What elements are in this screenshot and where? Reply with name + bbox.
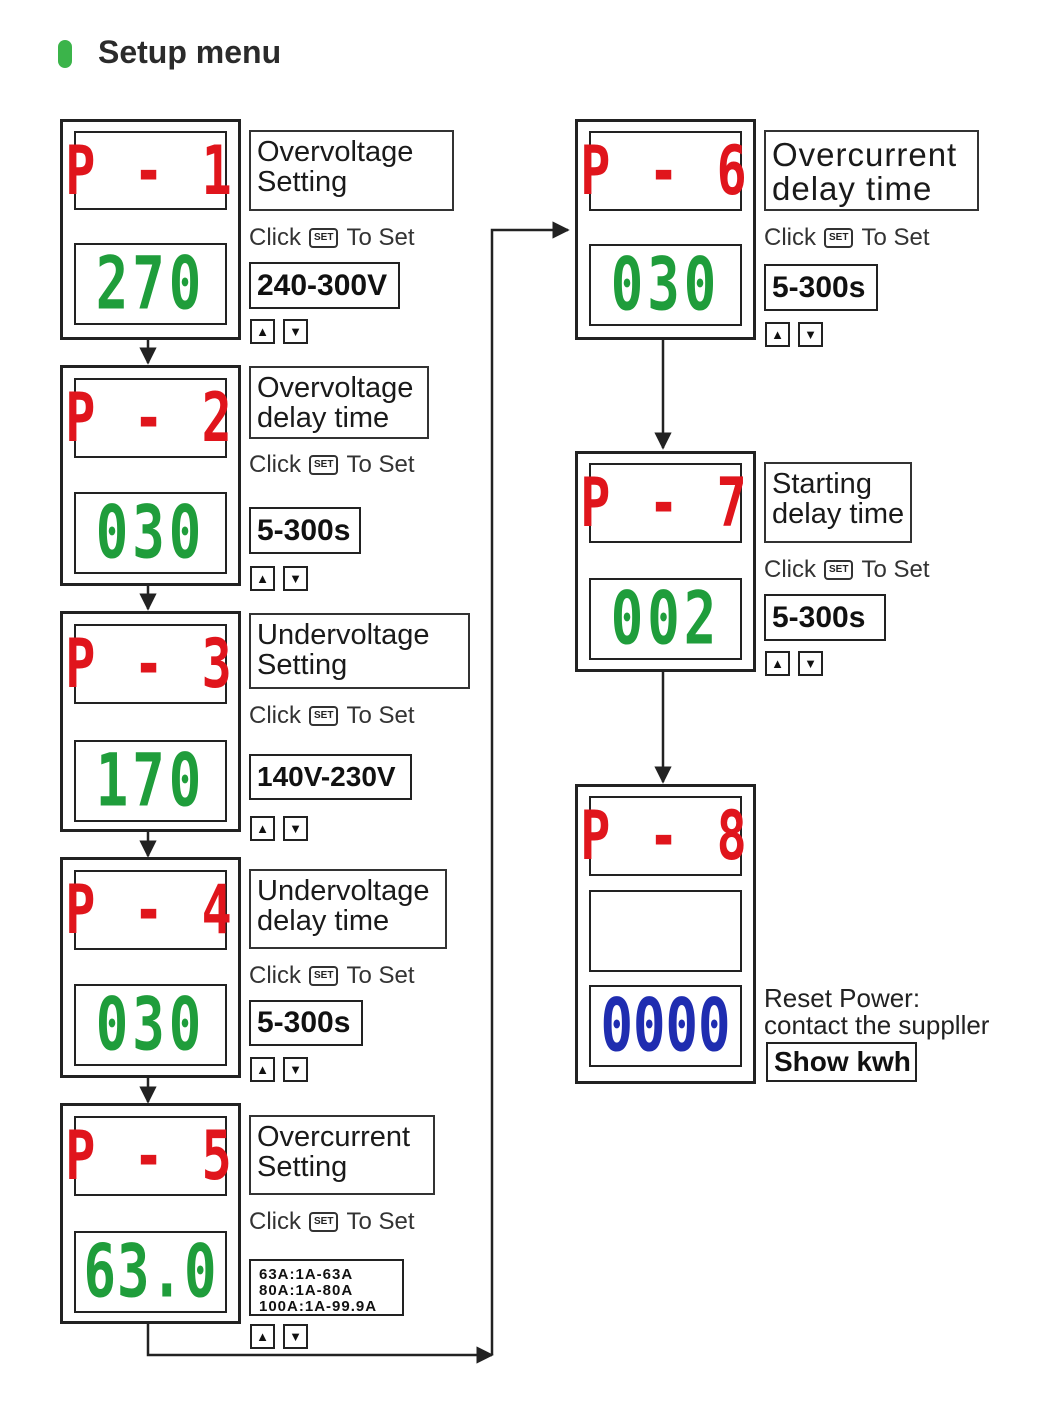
value-text: 270 <box>95 240 206 326</box>
up-arrow-icon[interactable]: ▲ <box>250 1324 275 1349</box>
value-display-2: 030 <box>74 492 227 574</box>
adjust-buttons-5: ▲▼ <box>250 1324 308 1349</box>
down-arrow-icon[interactable]: ▼ <box>283 816 308 841</box>
code-text: P - 1 <box>65 131 236 210</box>
up-arrow-icon[interactable]: ▲ <box>250 566 275 591</box>
set-button[interactable]: SET <box>309 966 339 986</box>
set-button[interactable]: SET <box>309 455 339 475</box>
code-text: P - 5 <box>65 1116 236 1196</box>
energy-text: 0000 <box>600 982 731 1068</box>
header-accent-bar <box>58 40 72 68</box>
arrow-p5-bottom <box>146 1324 494 1364</box>
range-box-3: 140V-230V <box>249 754 412 800</box>
code-text: P - 7 <box>580 463 751 543</box>
value-text: 170 <box>95 737 206 823</box>
reset-power-note: Reset Power:contact the suppller <box>764 983 990 1041</box>
set-button[interactable]: SET <box>824 560 854 580</box>
code-text: P - 8 <box>580 796 751 876</box>
value-display-1: 270 <box>74 243 227 325</box>
range-box-6: 5-300s <box>764 264 878 311</box>
arrow-up-to-p6 <box>490 221 570 1355</box>
value-display-8 <box>589 890 742 972</box>
code-display-3: P - 3 <box>65 624 232 704</box>
code-display-8: P - 8 <box>580 796 747 876</box>
set-button[interactable]: SET <box>309 1212 339 1232</box>
value-display-7: 002 <box>589 578 742 660</box>
value-text: 030 <box>95 981 206 1067</box>
adjust-buttons-2: ▲▼ <box>250 566 308 591</box>
code-display-1: P - 1 <box>65 131 232 210</box>
up-arrow-icon[interactable]: ▲ <box>765 651 790 676</box>
energy-display: 0000 <box>589 985 742 1067</box>
set-button[interactable]: SET <box>824 228 854 248</box>
set-button[interactable]: SET <box>309 228 339 248</box>
range-box-4: 5-300s <box>249 1000 363 1046</box>
code-display-6: P - 6 <box>580 131 747 211</box>
adjust-buttons-6: ▲▼ <box>765 322 823 347</box>
up-arrow-icon[interactable]: ▲ <box>250 1057 275 1082</box>
range-box-1: 240-300V <box>249 262 400 309</box>
adjust-buttons-3: ▲▼ <box>250 816 308 841</box>
up-arrow-icon[interactable]: ▲ <box>250 816 275 841</box>
adjust-buttons-4: ▲▼ <box>250 1057 308 1082</box>
value-display-6: 030 <box>589 244 742 326</box>
down-arrow-icon[interactable]: ▼ <box>283 566 308 591</box>
up-arrow-icon[interactable]: ▲ <box>765 322 790 347</box>
show-kwh-box: Show kwh <box>766 1042 917 1082</box>
value-text: 030 <box>610 241 721 327</box>
set-button[interactable]: SET <box>309 706 339 726</box>
down-arrow-icon[interactable]: ▼ <box>283 319 308 344</box>
code-text: P - 4 <box>65 870 236 950</box>
range-box-2: 5-300s <box>249 507 361 554</box>
code-text: P - 2 <box>65 378 236 458</box>
down-arrow-icon[interactable]: ▼ <box>283 1324 308 1349</box>
code-display-2: P - 2 <box>65 378 232 458</box>
code-display-5: P - 5 <box>65 1116 232 1196</box>
code-display-4: P - 4 <box>65 870 232 950</box>
range-box-7: 5-300s <box>764 594 886 641</box>
up-arrow-icon[interactable]: ▲ <box>250 319 275 344</box>
code-text: P - 6 <box>580 131 751 211</box>
adjust-buttons-7: ▲▼ <box>765 651 823 676</box>
value-text: 030 <box>95 489 206 575</box>
code-text: P - 3 <box>65 624 236 704</box>
down-arrow-icon[interactable]: ▼ <box>798 322 823 347</box>
down-arrow-icon[interactable]: ▼ <box>798 651 823 676</box>
value-display-3: 170 <box>74 740 227 822</box>
value-text: 63.0 <box>83 1228 218 1314</box>
adjust-buttons-1: ▲▼ <box>250 319 308 344</box>
value-display-5: 63.0 <box>74 1231 227 1313</box>
value-text: 002 <box>610 575 721 661</box>
down-arrow-icon[interactable]: ▼ <box>283 1057 308 1082</box>
code-display-7: P - 7 <box>580 463 747 543</box>
page-title: Setup menu <box>98 34 282 70</box>
value-display-4: 030 <box>74 984 227 1066</box>
